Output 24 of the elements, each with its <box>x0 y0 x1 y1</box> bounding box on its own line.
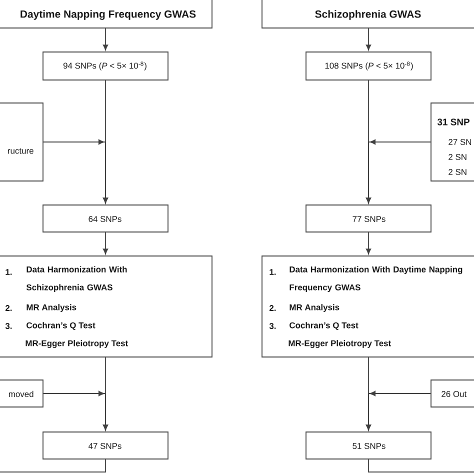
arrow <box>366 390 431 430</box>
header-box: Daytime Napping Frequency GWAS <box>0 0 212 28</box>
exclusion-box: 26 Out <box>430 380 474 408</box>
analysis-box: 1. Data Harmonization With Daytime Napping Frequency GWAS 2. MR Analysis 3. Cochran’s Q Test MR-Egger Pleiotropy Test <box>262 256 474 358</box>
arrow <box>43 390 108 430</box>
process-box: 94 SNPs (P < 5× 10$^{-8}$) <box>42 52 168 80</box>
exclusion-box: ructure <box>0 102 44 182</box>
process-box: 108 SNPs (P < 5× 10$^{-8}$) <box>306 52 432 80</box>
process-box: 77 SNPs <box>306 204 432 232</box>
process-box: 64 SNPs <box>42 204 168 232</box>
header-box: Schizophrenia GWAS <box>262 0 474 28</box>
connector-line <box>368 459 474 472</box>
arrow <box>366 139 431 204</box>
process-box: 51 SNPs <box>306 432 432 460</box>
exclusion-box: 31 SNP 27 SN 2 SN 2 SN <box>430 102 474 182</box>
arrow <box>43 139 108 204</box>
arrow <box>366 232 372 254</box>
process-box: 47 SNPs <box>42 432 168 460</box>
connector-line <box>0 459 106 472</box>
arrow <box>102 28 108 50</box>
exclusion-box: moved <box>0 380 44 408</box>
analysis-box: 1. Data Harmonization With Schizophrenia GWAS 2. MR Analysis 3. Cochran’s Q Test MR-Egger Pleiotropy Test <box>0 256 212 358</box>
arrow <box>102 232 108 254</box>
arrow <box>366 28 372 50</box>
